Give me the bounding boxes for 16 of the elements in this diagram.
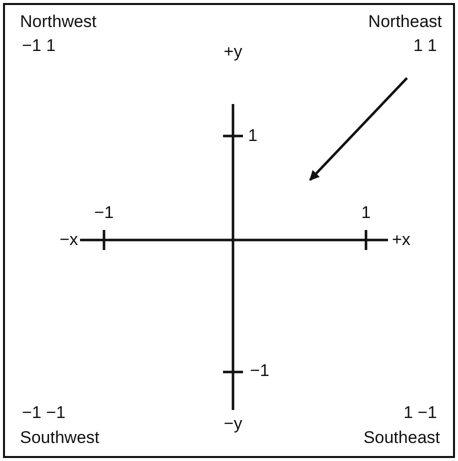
axis-label: +x [392, 230, 410, 250]
coordinate-label: 1 −1 [403, 403, 437, 423]
tick-label: −1 [94, 203, 114, 223]
direction-label: Southwest [20, 428, 100, 448]
axis-label: −y [224, 414, 242, 434]
direction-label: Northeast [368, 12, 442, 32]
tick-label: −1 [250, 361, 270, 381]
axis-label: −x [60, 230, 78, 250]
direction-label: Northwest [20, 12, 97, 32]
tick-label: 1 [248, 126, 258, 146]
coordinate-label: 1 1 [413, 36, 437, 56]
coordinate-label: −1 1 [22, 36, 56, 56]
direction-label: Southeast [363, 428, 440, 448]
coordinate-label: −1 −1 [22, 403, 66, 423]
axis-label: +y [224, 42, 242, 62]
tick-label: 1 [361, 203, 371, 223]
